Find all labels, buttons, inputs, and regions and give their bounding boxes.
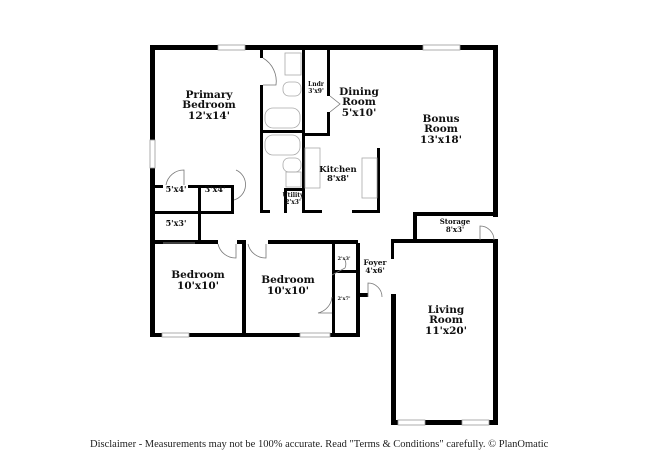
closet-2-size: 3'x4' [205,184,226,194]
disclaimer-text: Disclaimer - Measurements may not be 100… [90,439,549,450]
room-bedroom-1-size: 10'x10' [177,280,219,292]
room-dining-size: 5'x10' [342,107,377,119]
room-kitchen-name: Kitchen [319,165,357,175]
room-dining-name2: Room [342,96,376,108]
room-bonus-size: 13'x18' [420,134,462,146]
room-bedroom-2-size: 10'x10' [267,285,309,297]
room-utility-size: 2'x3' [285,199,301,206]
room-living-name: Living [428,304,465,316]
closet-5-size: 2'x7' [337,296,350,302]
fixtures [163,52,378,244]
room-kitchen-size: 8'x8' [327,174,349,184]
room-foyer-size: 4'x6' [365,266,385,275]
closet-4-size: 2'x3' [337,256,350,262]
room-laundry-name: Lndr [308,81,325,88]
walls [150,45,498,425]
room-labels: Primary Bedroom 12'x14' Dining Room 5'x1… [166,81,471,337]
room-bonus-name: Bonus [422,113,459,125]
closet-3-size: 5'x3' [166,218,187,228]
closet-1-size: 5'x4' [166,184,187,194]
room-laundry-size: 3'x9' [308,88,324,95]
room-foyer-name: Foyer [364,258,388,267]
room-bonus-name2: Room [424,123,458,135]
room-bedroom-2-name: Bedroom [261,274,315,286]
room-living-name2: Room [429,314,463,326]
room-utility-name: Utility [282,192,304,199]
room-living-size: 11'x20' [425,325,467,337]
doors [165,57,495,314]
room-storage-size: 8'x3' [446,225,464,234]
room-primary-bedroom-name: Primary [186,89,234,101]
room-storage-name: Storage [440,217,471,226]
room-primary-bedroom-size: 12'x14' [188,110,230,122]
room-dining-name: Dining [339,86,379,98]
room-primary-bedroom-name2: Bedroom [182,99,236,111]
windows [149,44,490,426]
room-bedroom-1-name: Bedroom [171,269,225,281]
